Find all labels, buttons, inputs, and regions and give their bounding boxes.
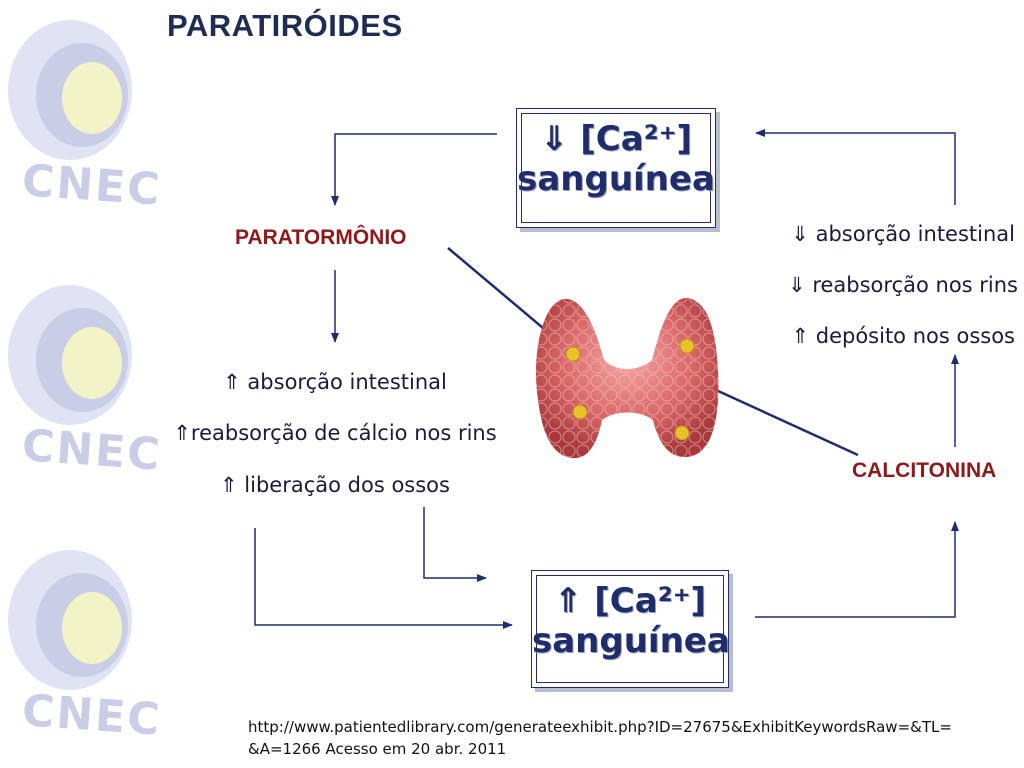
paratormonio-label: PARATORMÔNIO <box>235 226 407 249</box>
calcitonina-label: CALCITONINA <box>852 459 997 482</box>
calcium-label: [Ca²⁺] <box>594 581 707 621</box>
thyroid-gland-image <box>536 297 719 459</box>
calcium-label: [Ca²⁺] <box>580 119 693 159</box>
arrow-liberation-to-bottom <box>423 507 487 582</box>
up-arrow-icon: ⇑ <box>220 473 238 497</box>
ct-effect-bone: ⇑ depósito nos ossos <box>791 324 1015 348</box>
ct-effect-intestinal: ⇓ absorção intestinal <box>791 222 1015 246</box>
arrow-top-to-pth <box>331 133 497 206</box>
cnec-logo: CNEC <box>0 10 163 216</box>
source-citation: http://www.patientedlibrary.com/generate… <box>248 716 952 760</box>
up-arrow-icon: ⇑ <box>553 581 583 621</box>
page-title: PARATIRÓIDES <box>167 8 403 43</box>
ct-effect-kidney: ⇓ reabsorção nos rins <box>788 273 1018 297</box>
pth-effect-intestinal: ⇑ absorção intestinal <box>223 370 447 394</box>
arrow-bottom-to-ct <box>755 521 959 618</box>
up-arrow-icon: ⇑ <box>223 370 241 394</box>
cnec-logo: CNEC <box>0 275 163 481</box>
cnec-logo: CNEC <box>0 540 163 746</box>
down-arrow-icon: ⇓ <box>788 273 806 297</box>
blood-label: sanguínea <box>517 159 715 199</box>
parathyroid-gland <box>679 338 695 354</box>
parathyroid-gland <box>572 404 588 420</box>
parathyroid-gland <box>674 425 690 441</box>
down-arrow-icon: ⇓ <box>791 222 809 246</box>
pth-effect-kidney: ⇑reabsorção de cálcio nos rins <box>173 421 497 445</box>
pth-effect-bone: ⇑ liberação dos ossos <box>220 473 450 497</box>
up-arrow-icon: ⇑ <box>791 324 810 348</box>
pointer-ct <box>704 383 859 457</box>
calcium-high-box: ⇑ [Ca²⁺] sanguínea <box>531 570 730 688</box>
parathyroid-gland <box>565 346 581 362</box>
calcium-low-box: ⇓ [Ca²⁺] sanguínea <box>516 108 716 228</box>
arrow-effects-to-bottom <box>254 528 513 629</box>
blood-label: sanguínea <box>532 621 730 661</box>
citation-access: &A=1266 Acesso em 20 abr. 2011 <box>248 740 507 758</box>
down-arrow-icon: ⇓ <box>539 119 569 159</box>
citation-url: http://www.patientedlibrary.com/generate… <box>248 718 952 736</box>
arrow-effects-to-top <box>755 129 956 205</box>
up-arrow-icon: ⇑ <box>173 421 191 445</box>
